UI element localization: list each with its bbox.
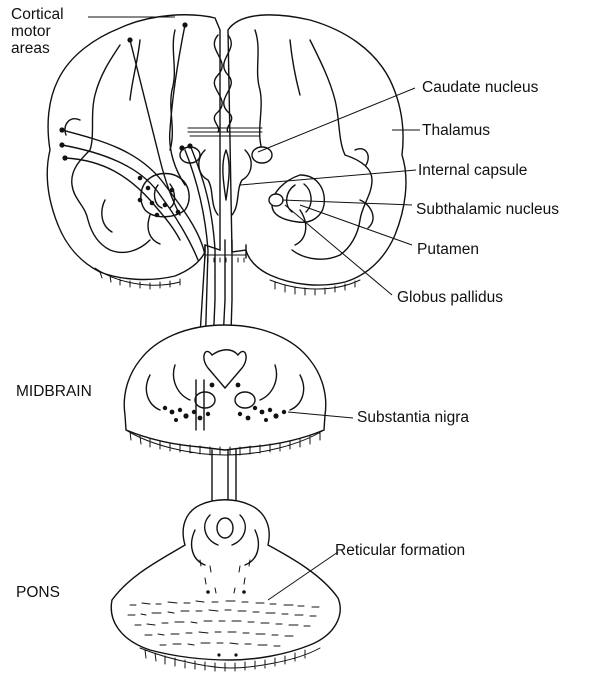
cortical-motor-areas-line-2: motor <box>11 23 64 40</box>
cortical-motor-areas-label: Cortical motor areas <box>11 6 64 57</box>
putamen-label: Putamen <box>417 241 479 258</box>
midbrain-label: MIDBRAIN <box>16 383 92 400</box>
caudate-nucleus-label: Caudate nucleus <box>422 79 538 96</box>
pons-label: PONS <box>16 584 60 601</box>
internal-capsule-label: Internal capsule <box>418 162 527 179</box>
cortical-motor-areas-line-1: Cortical <box>11 6 64 23</box>
reticular-formation-label: Reticular formation <box>335 542 465 559</box>
thalamus-label: Thalamus <box>422 122 490 139</box>
subthalamic-nucleus-label: Subthalamic nucleus <box>416 201 559 218</box>
midbrain-section <box>124 325 326 455</box>
pons-section <box>111 500 340 671</box>
substantia-nigra-label: Substantia nigra <box>357 409 469 426</box>
cortical-motor-areas-line-3: areas <box>11 40 64 57</box>
globus-pallidus-label: Globus pallidus <box>397 289 503 306</box>
